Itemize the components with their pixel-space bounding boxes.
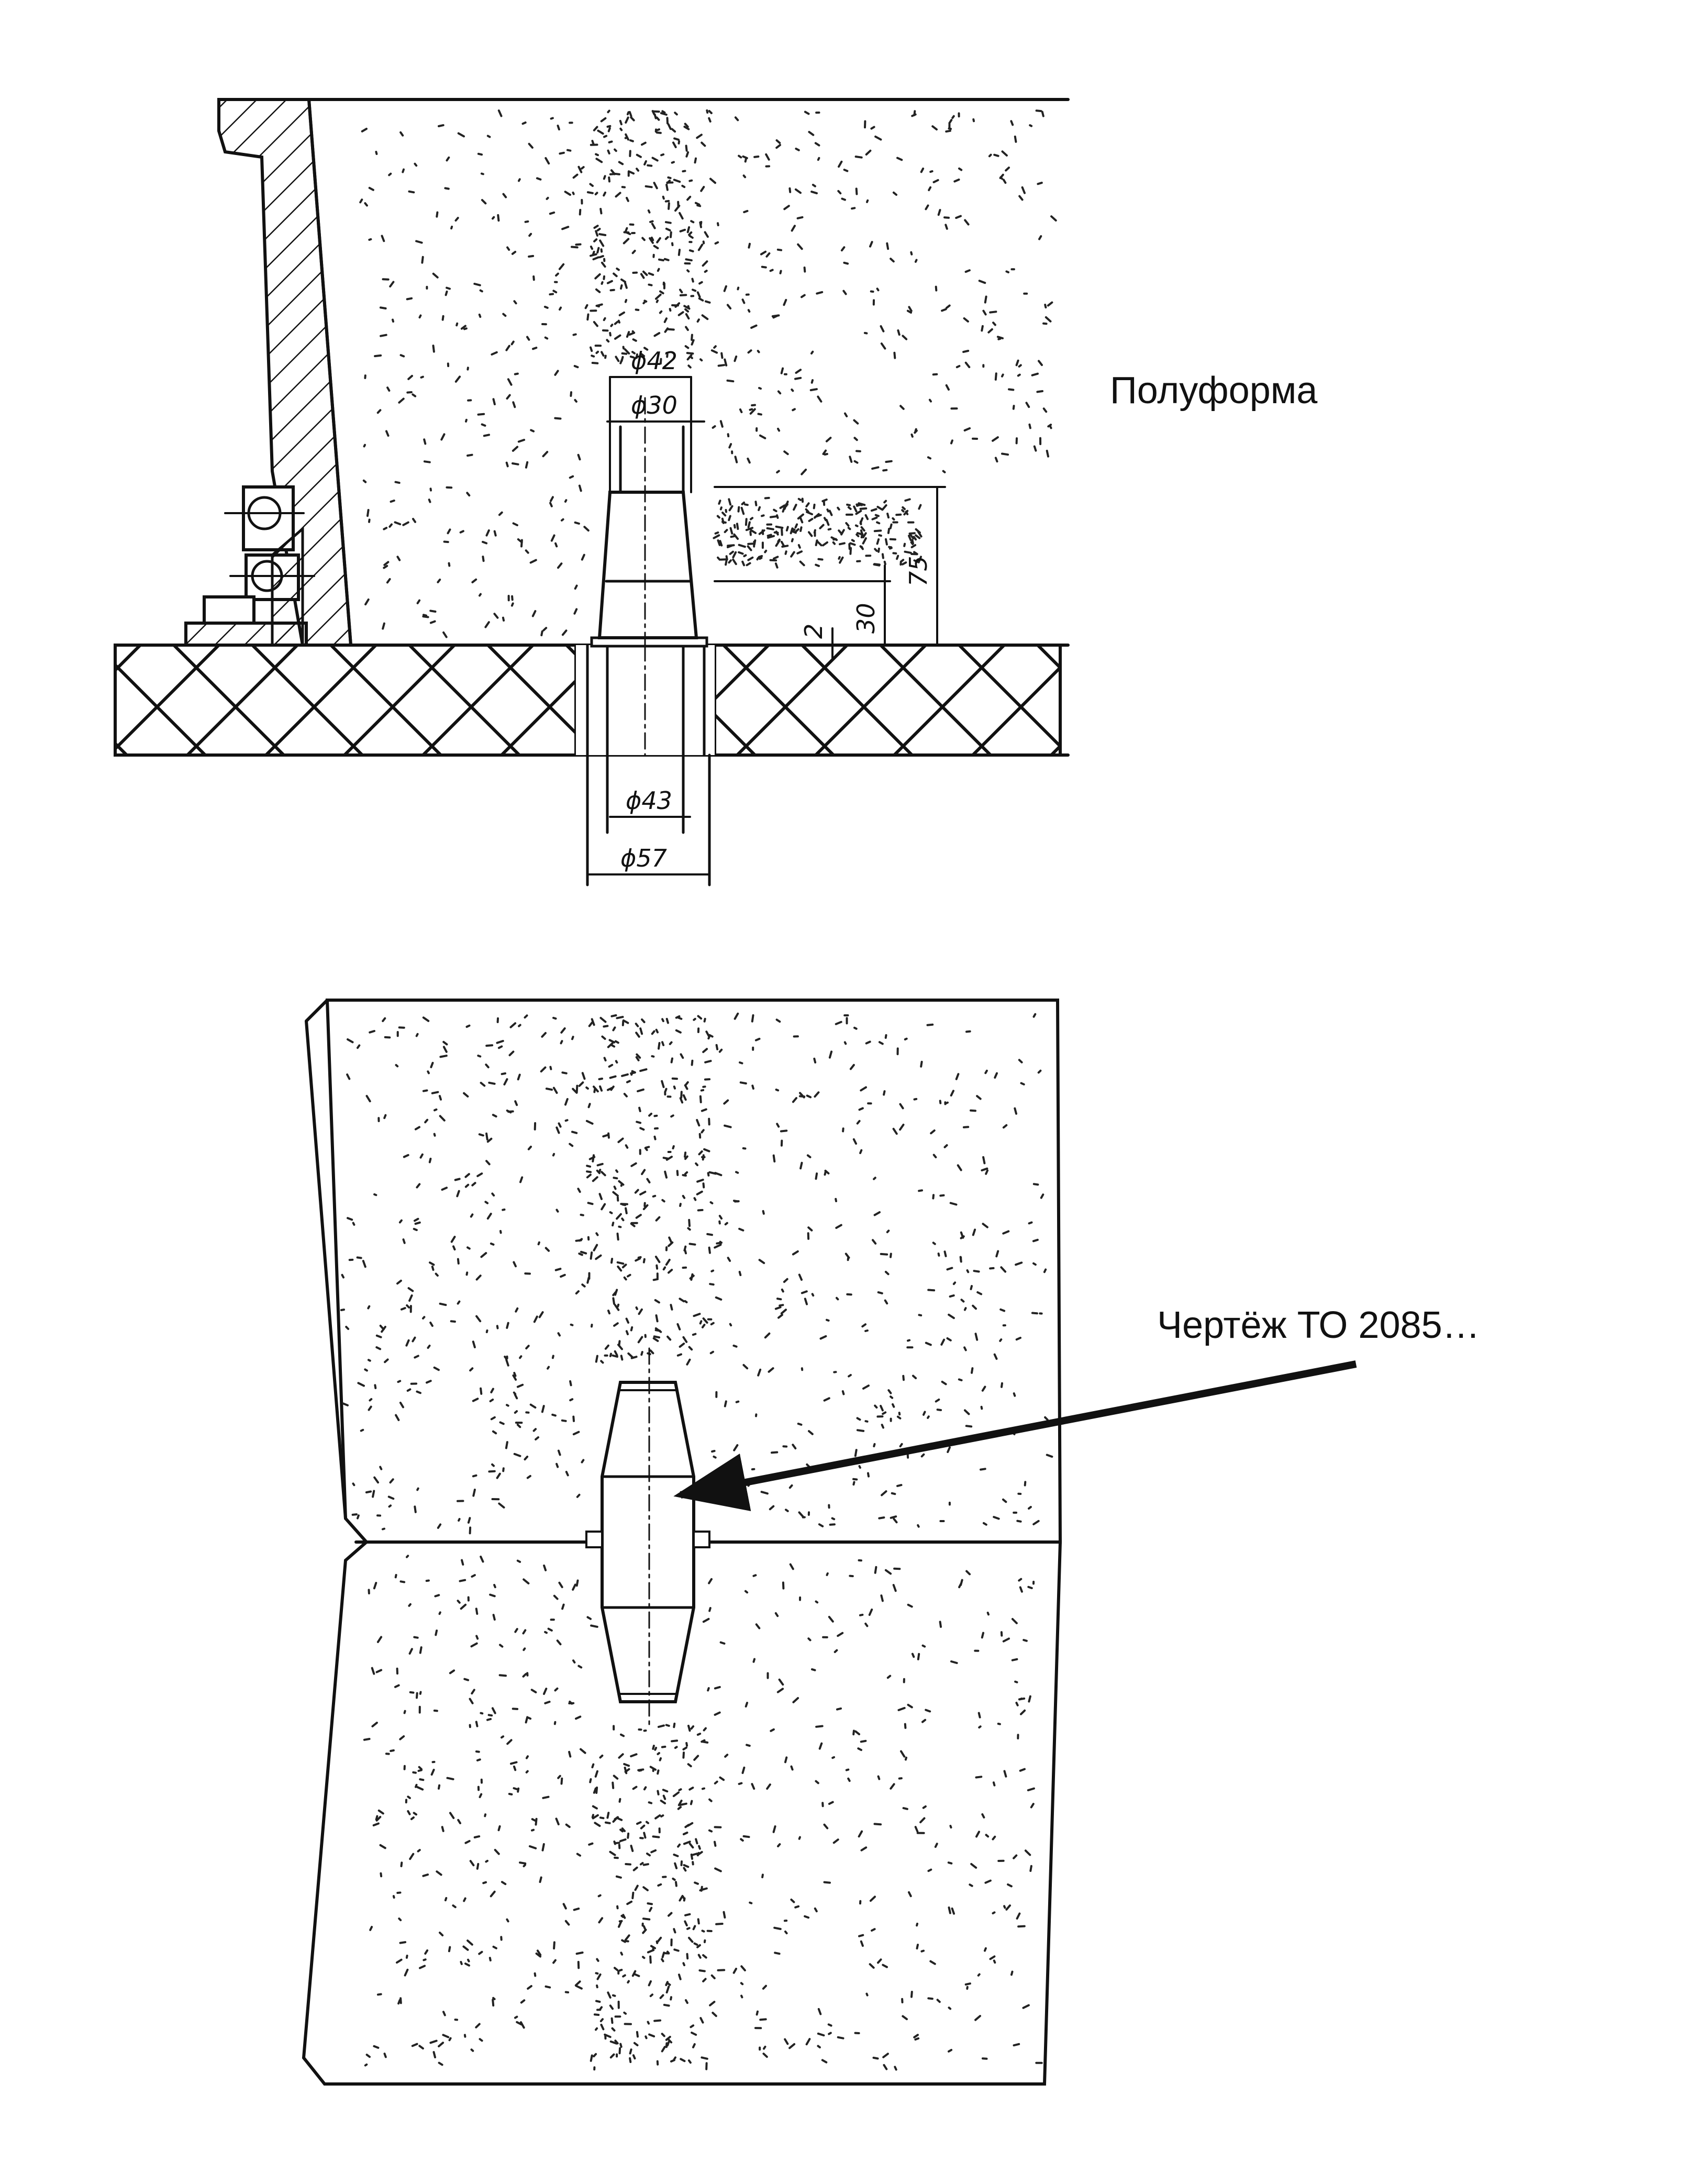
dim-d57: ϕ57 [620,844,667,872]
dim-h75: 75 [904,556,932,586]
concrete-fill-bottom [340,1012,1053,2071]
dim-h2: 2 [799,624,828,639]
pointer-arrow [673,1360,1357,1512]
upper-panel [325,999,1062,1544]
dim-d42: ϕ42 [631,347,677,375]
joined-panels-view: Чертёж ТО 2085… [302,999,1480,2086]
sleeve-pipe [576,644,715,886]
top-caption: Полуформа [1110,370,1318,412]
dimension-lines-top [586,376,946,875]
base-plate [114,644,1070,757]
bolt-assembly [184,485,315,647]
dim-d43: ϕ43 [626,786,672,815]
dim-d30: ϕ30 [631,391,677,419]
concrete-fill-top [309,99,1068,645]
half-mould-section: ϕ42 ϕ30 ϕ43 ϕ57 75 30 2 Полуформа [114,98,1318,886]
dim-h30: 30 [852,603,880,634]
tapered-insert [590,397,708,648]
bottom-caption: Чертёж ТО 2085… [1157,1304,1480,1346]
